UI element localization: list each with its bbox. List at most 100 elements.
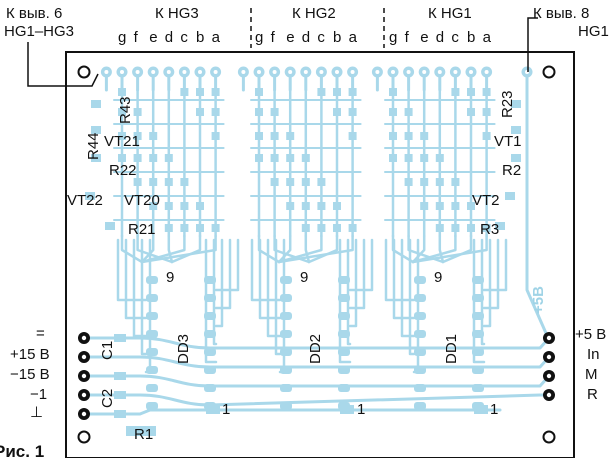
- resistor-pad: [164, 178, 173, 186]
- resistor-pad: [270, 154, 279, 162]
- resistor-pad: [133, 154, 142, 162]
- ic-pad-right: [472, 276, 484, 284]
- chip-feed-trace: [214, 238, 224, 328]
- resistor-pad: [404, 132, 413, 140]
- chip-feed-trace: [348, 238, 358, 328]
- chip-feed-trace: [346, 238, 352, 346]
- ic-pad-left: [414, 330, 426, 338]
- pin1-pad: [474, 405, 488, 414]
- pin1-dd1: 1: [490, 401, 499, 418]
- resistor-pad: [286, 154, 295, 162]
- resistor-pad: [196, 202, 204, 210]
- label-vt21: VT21: [104, 133, 140, 150]
- power-right-1: In: [587, 346, 600, 363]
- resistor-pad: [435, 178, 444, 186]
- resistor-pad: [467, 88, 475, 96]
- segment-letter: c: [451, 29, 459, 46]
- resistor-pad: [333, 88, 341, 96]
- resistor-pad: [164, 224, 173, 232]
- fanout-trace: [411, 234, 457, 264]
- cap-pad: [114, 372, 126, 380]
- segment-letter: d: [435, 29, 445, 46]
- resistor-pad: [180, 88, 189, 96]
- pin1-pad: [206, 405, 220, 414]
- pad-hole: [546, 335, 552, 341]
- segment-letter: g: [389, 29, 398, 46]
- power-right-2: M: [585, 366, 598, 383]
- ic-pad-left: [146, 276, 158, 284]
- chip-feed-trace: [140, 238, 148, 356]
- resistor-pad: [301, 224, 310, 232]
- pad-hole: [166, 70, 171, 74]
- label-r3: R3: [480, 221, 500, 238]
- label-r22: R22: [109, 162, 137, 179]
- label-vt20: VT20: [124, 192, 160, 209]
- transistor-pad: [105, 222, 115, 230]
- segment-letter: f: [133, 29, 138, 46]
- resistor-pad: [404, 154, 413, 162]
- r1-pad: [126, 426, 156, 436]
- resistor-pad: [270, 108, 279, 116]
- segment-letter: b: [467, 29, 476, 46]
- ic-pad-right: [472, 366, 484, 374]
- transistor-pad: [495, 222, 505, 230]
- segment-letter: e: [286, 29, 295, 46]
- ic-pad-right: [338, 312, 350, 320]
- pad-hole: [484, 70, 489, 74]
- resistor-pad: [420, 154, 429, 162]
- pin9-dd1: 9: [434, 269, 443, 286]
- mounting-hole: [542, 430, 556, 444]
- pad-hole: [546, 392, 552, 398]
- pad-hole: [81, 335, 87, 341]
- ic-pad-left: [280, 294, 292, 302]
- resistor-pad: [389, 154, 397, 162]
- label-vt2: VT2: [472, 192, 500, 209]
- resistor-pad: [286, 178, 295, 186]
- transistor-pad: [511, 100, 521, 108]
- resistor-pad: [118, 88, 126, 96]
- board-edge: [65, 51, 575, 458]
- pad-hole: [391, 70, 395, 74]
- resistor-pad: [180, 202, 189, 210]
- transistor-pad: [511, 126, 521, 134]
- ic-pad-left: [280, 312, 292, 320]
- resistor-pad: [451, 88, 460, 96]
- cap-pad: [114, 391, 126, 399]
- chip-feed-trace: [348, 238, 374, 292]
- leader-left: [27, 42, 99, 87]
- pin1-pad: [340, 405, 354, 414]
- resistor-pad: [164, 154, 173, 162]
- resistor-pad: [333, 108, 341, 116]
- chip-feed-trace: [258, 238, 282, 320]
- ic-pad-right: [204, 312, 216, 320]
- resistor-pad: [467, 108, 475, 116]
- ic-pad-left: [146, 348, 158, 356]
- mounting-hole: [77, 65, 91, 79]
- label-dd3: DD3: [175, 333, 192, 364]
- label-dd2: DD2: [307, 333, 324, 364]
- ic-pad-left: [280, 348, 292, 356]
- pin1-dd2: 1: [357, 401, 366, 418]
- resistor-pad: [389, 108, 397, 116]
- hg3-label: К HG3: [155, 5, 199, 22]
- transistor-pad: [85, 192, 95, 200]
- resistor-pad: [404, 178, 413, 186]
- chip-feed-trace: [482, 238, 492, 328]
- fanout-trace: [277, 234, 292, 264]
- segment-letter: d: [164, 29, 174, 46]
- ic-pad-left: [146, 384, 158, 392]
- resistor-pad: [389, 132, 397, 140]
- transistor-pad: [91, 100, 101, 108]
- label-r2: R2: [502, 162, 522, 179]
- ic-pad-right: [472, 330, 484, 338]
- cap-pad: [114, 410, 126, 418]
- ic-pad-left: [414, 402, 426, 410]
- segment-letter: d: [301, 29, 311, 46]
- resistor-pad: [286, 132, 295, 140]
- fanout-trace: [307, 234, 339, 264]
- pad-hole: [437, 70, 442, 74]
- resistor-pad: [333, 224, 341, 232]
- pad-hole: [272, 70, 277, 74]
- pad-hole: [406, 70, 411, 74]
- chip-feed-trace: [124, 238, 148, 320]
